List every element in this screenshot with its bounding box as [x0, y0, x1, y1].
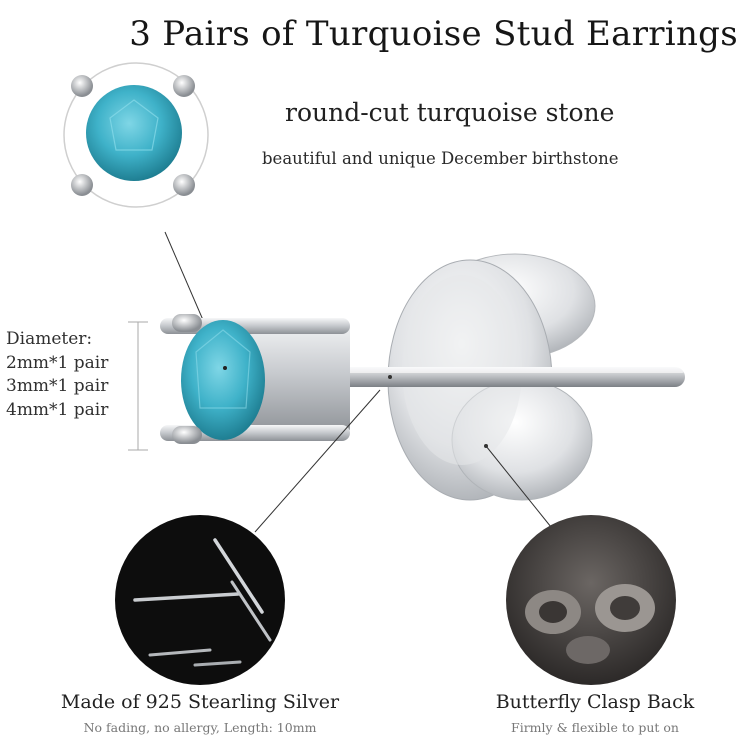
- birthstone-tagline: beautiful and unique December birthstone: [262, 149, 619, 168]
- butterfly-back: [387, 253, 596, 501]
- feature-detail-clasp: Firmly & flexible to put on: [511, 720, 679, 735]
- earring-pin: [335, 367, 685, 387]
- size-bracket: [128, 321, 148, 451]
- stone-subtitle: round-cut turquoise stone: [285, 98, 615, 127]
- silver-pins-photo: [115, 515, 285, 685]
- diameter-list: Diameter: 2mm*1 pair 3mm*1 pair 4mm*1 pa…: [6, 328, 108, 422]
- page-title: 3 Pairs of Turquoise Stud Earrings: [129, 14, 738, 54]
- feature-title-silver: Made of 925 Stearling Silver: [60, 691, 340, 713]
- stone-closeup: [63, 62, 209, 208]
- stud-head: [160, 314, 350, 444]
- feature-title-clasp: Butterfly Clasp Back: [495, 691, 695, 713]
- diameter-label: Diameter:: [6, 329, 93, 349]
- clasp-backs-photo: [506, 515, 676, 685]
- connector-line: [485, 445, 552, 528]
- size-item: 3mm*1 pair: [6, 376, 109, 396]
- feature-detail-silver: No fading, no allergy, Length: 10mm: [83, 720, 317, 735]
- size-item: 4mm*1 pair: [6, 399, 109, 420]
- connector-line: [254, 389, 381, 533]
- size-item: 2mm*1 pair: [6, 352, 109, 373]
